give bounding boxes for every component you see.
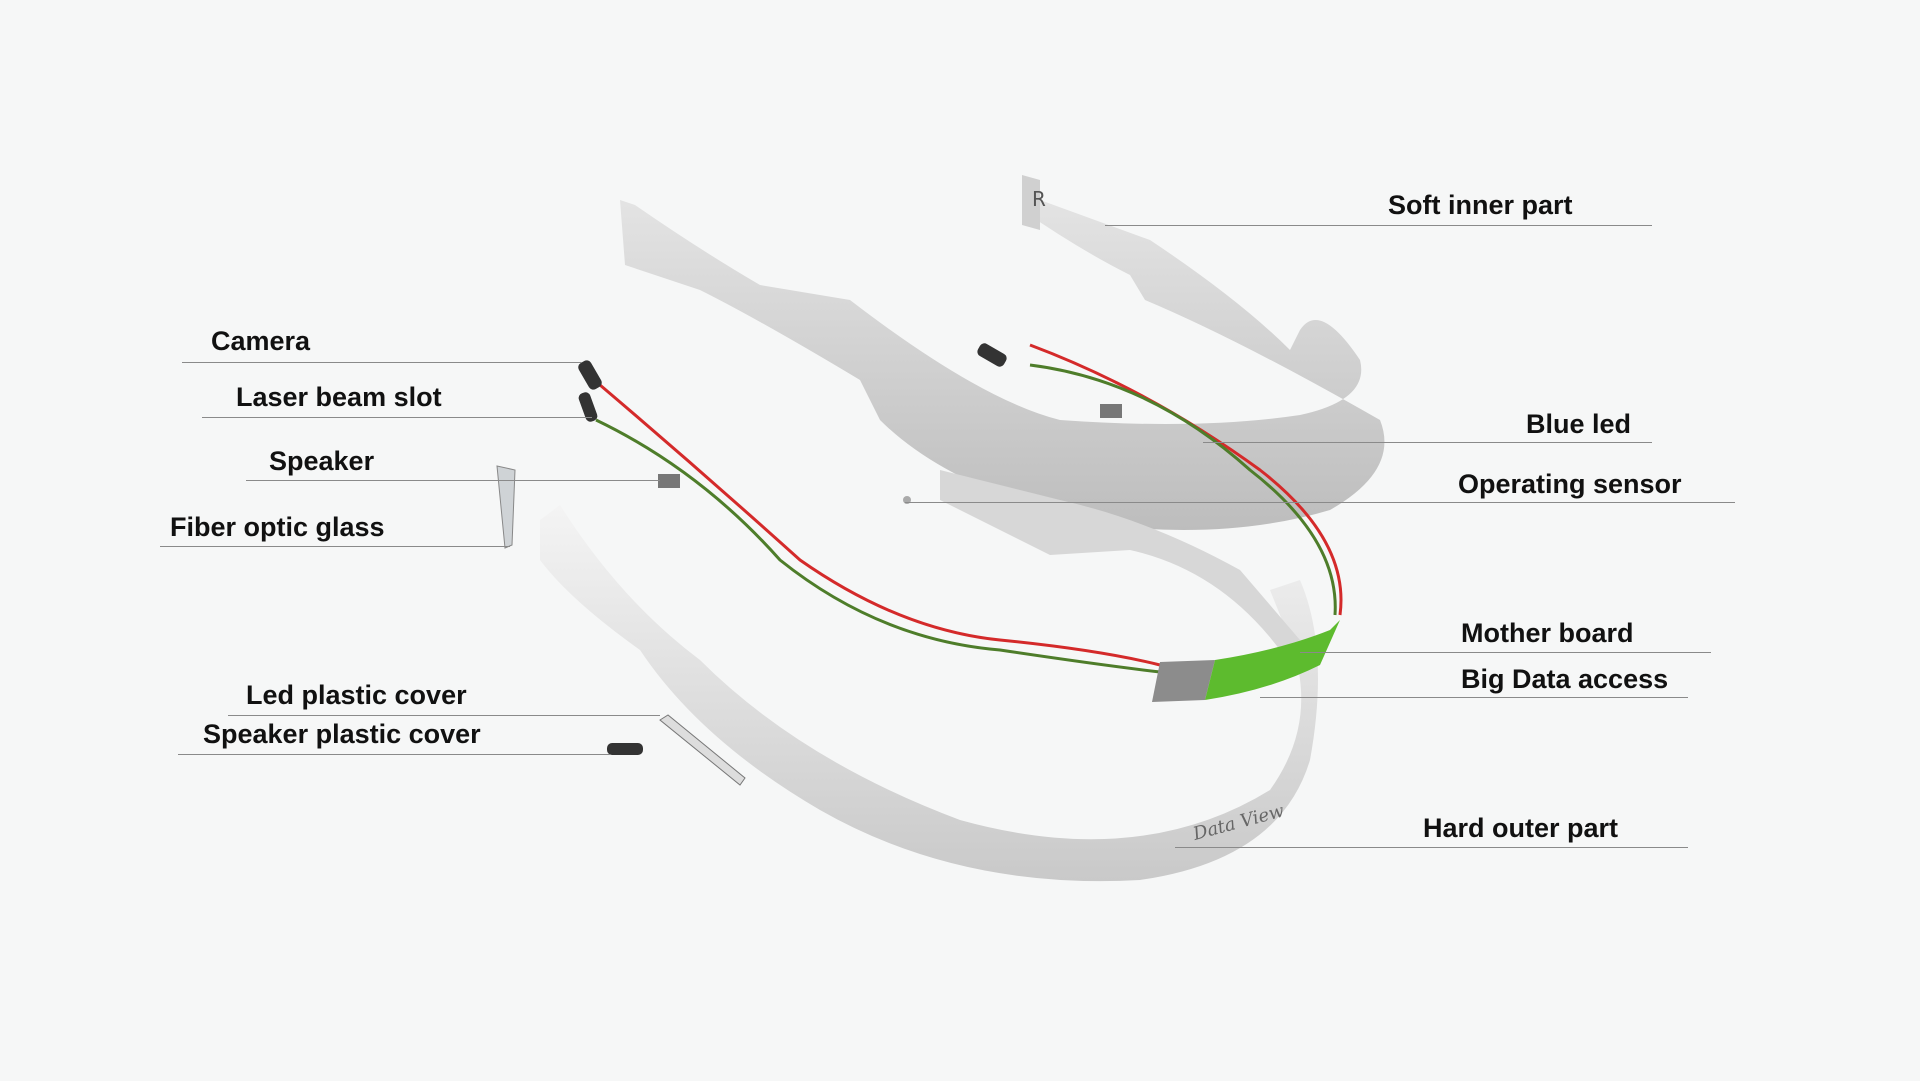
label-fiber-optic-glass: Fiber optic glass xyxy=(170,512,385,542)
mother-board-part xyxy=(1152,620,1340,702)
led-plastic-cover-part xyxy=(659,714,746,786)
big-data-access-leader-line xyxy=(1260,697,1688,698)
blue-led-leader-line xyxy=(1203,442,1652,443)
label-blue-led: Blue led xyxy=(1526,409,1632,439)
camera-part xyxy=(578,360,602,390)
label-big-data-access: Big Data access xyxy=(1461,664,1669,694)
laser-slot-part xyxy=(578,392,598,422)
label-mother-board: Mother board xyxy=(1461,618,1634,648)
mother-board-leader-line xyxy=(1300,652,1711,653)
laser-beam-slot-leader-line xyxy=(202,417,592,418)
label-speaker-plastic-cover: Speaker plastic cover xyxy=(203,719,481,749)
side-mark-r: R xyxy=(1032,187,1046,211)
speaker-plastic-cover-leader-line xyxy=(178,754,610,755)
soft-inner-part-leader-line xyxy=(1105,225,1652,226)
speaker-leader-line xyxy=(246,480,660,481)
speaker-plastic-cover-part xyxy=(607,743,643,755)
label-laser-beam-slot: Laser beam slot xyxy=(236,382,442,412)
label-speaker: Speaker xyxy=(269,446,375,476)
camera-part-right xyxy=(977,343,1007,367)
label-led-plastic-cover: Led plastic cover xyxy=(246,680,467,710)
label-soft-inner-part: Soft inner part xyxy=(1388,190,1573,220)
speaker-part xyxy=(658,474,680,488)
fiber-optic-glass-leader-line xyxy=(160,546,510,547)
operating-sensor-leader-line xyxy=(905,502,1735,503)
label-hard-outer-part: Hard outer part xyxy=(1423,813,1619,843)
label-camera: Camera xyxy=(211,326,311,356)
speaker-part-right xyxy=(1100,404,1122,418)
hard-outer-part-leader-line xyxy=(1175,847,1688,848)
led-plastic-cover-leader-line xyxy=(228,715,660,716)
camera-leader-line xyxy=(182,362,582,363)
label-operating-sensor: Operating sensor xyxy=(1458,469,1682,499)
fiber-optic-glass-part xyxy=(496,465,516,549)
soft-inner-part: R xyxy=(620,175,1385,530)
wiring xyxy=(595,343,1343,674)
